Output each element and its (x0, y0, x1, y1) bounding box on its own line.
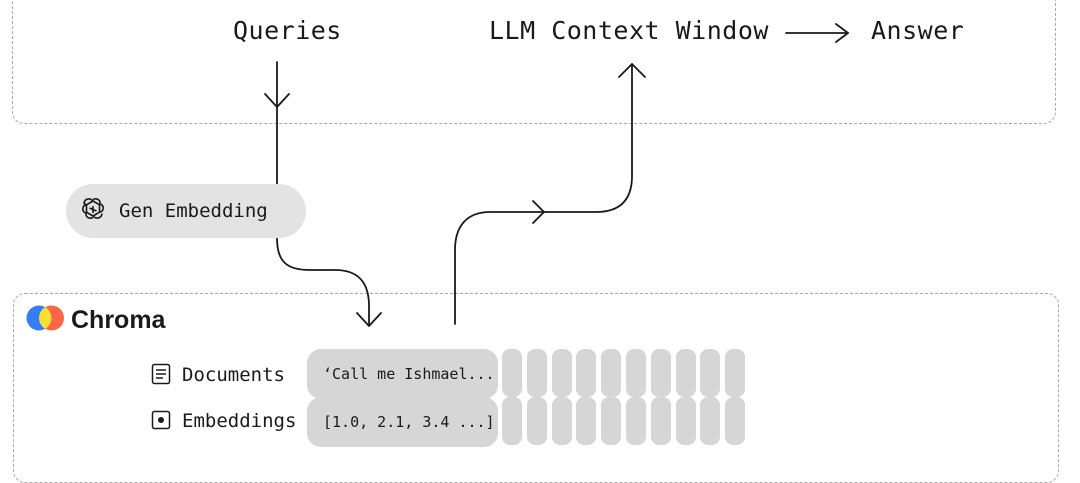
openai-icon (82, 198, 104, 219)
record-cell (601, 397, 622, 445)
record-cell (675, 397, 696, 445)
record-cell (725, 349, 746, 397)
documents-label: Documents (182, 364, 285, 386)
queries-label: Queries (233, 16, 342, 45)
chroma-title: Chroma (71, 306, 166, 334)
record-cell (526, 397, 547, 445)
chroma-logo (26, 305, 64, 331)
record-cell (502, 397, 522, 445)
record-cell (551, 349, 572, 397)
collection-grid (502, 349, 752, 449)
gen-embedding-label: Gen Embedding (119, 200, 268, 222)
embedding-value-cell: [1.0, 2.1, 3.4 ...] (307, 397, 498, 447)
record-cell (700, 349, 721, 397)
record-cell (650, 397, 671, 445)
record-cell (551, 397, 572, 445)
record-cell (526, 349, 547, 397)
record-cell (626, 397, 646, 445)
context-window-label: LLM Context Window (489, 16, 769, 45)
document-icon (151, 363, 171, 385)
chroma-logo-overlap (39, 307, 52, 329)
record-cell (601, 349, 622, 397)
answer-label: Answer (871, 16, 965, 45)
record-cell (725, 397, 746, 445)
record-cell (502, 349, 522, 397)
embeddings-label: Embeddings (182, 410, 297, 432)
embedding-icon (151, 410, 171, 430)
document-value-cell: ‘Call me Ishmael... (307, 349, 498, 399)
record-cell (650, 349, 671, 397)
record-cell (576, 349, 597, 397)
record-cell (576, 397, 597, 445)
record-cell (700, 397, 721, 445)
record-cell (626, 349, 646, 397)
gen-embedding-badge: Gen Embedding (66, 184, 306, 238)
record-cell (675, 349, 696, 397)
arrow-midway-head (532, 200, 545, 224)
